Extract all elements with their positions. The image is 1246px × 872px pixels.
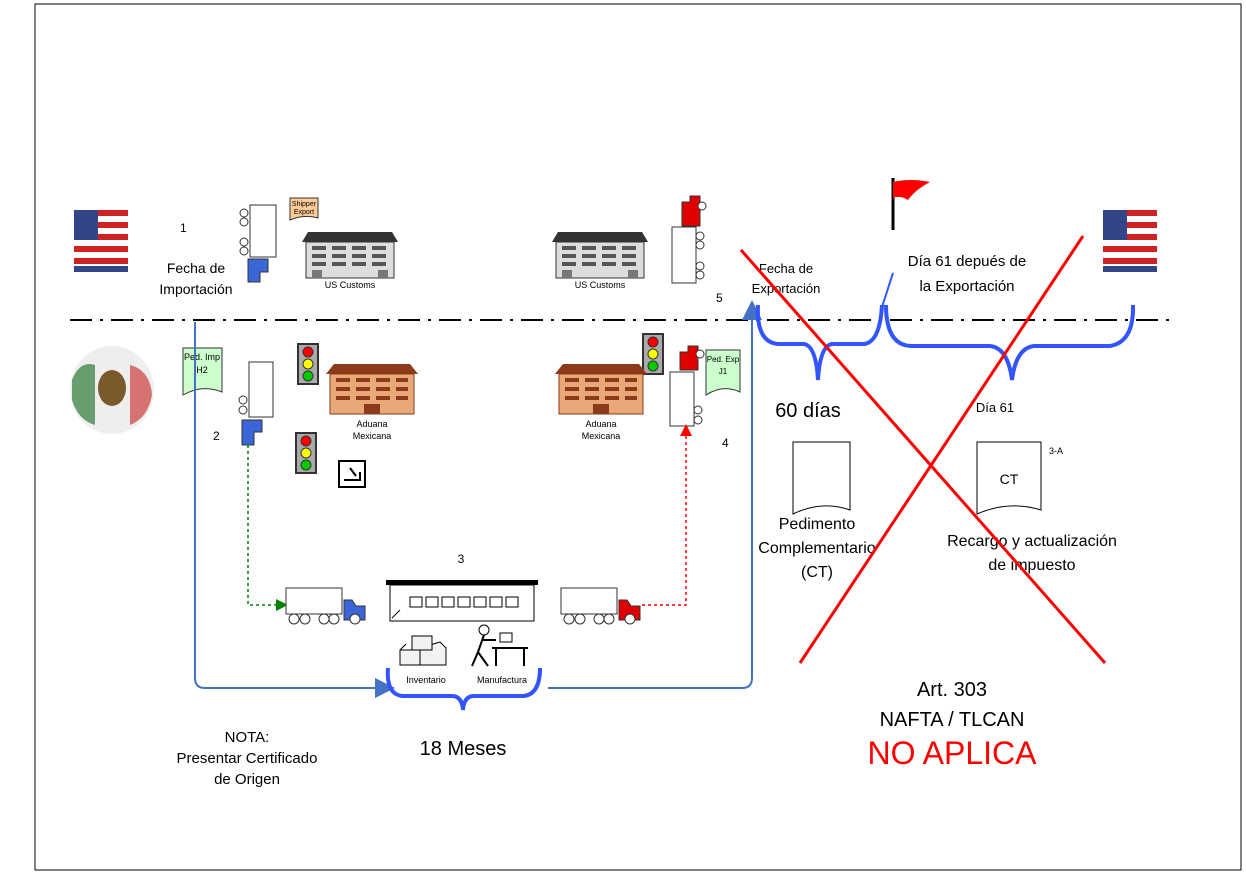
- us-flag-icon: [1103, 210, 1157, 272]
- nota-line3: de Origen: [214, 771, 280, 788]
- import-export-flow-line: [194, 322, 395, 698]
- us-customs-building-left: [301, 231, 399, 279]
- surcharge-line2: de impuesto: [988, 557, 1075, 574]
- svg-text:Ped. Imp: Ped. Imp: [184, 352, 220, 362]
- no-aplica-label: NO APLICA: [868, 735, 1038, 771]
- days-60-label: 60 días: [775, 400, 841, 422]
- months-18-label: 18 Meses: [420, 738, 507, 760]
- us-customs-label-right: US Customs: [575, 280, 626, 290]
- pedimento-complementario-doc: [792, 441, 851, 515]
- import-date-line2: Importación: [159, 281, 232, 297]
- traffic-light-icon: [297, 343, 319, 385]
- import-truck-mx-icon: [238, 361, 274, 446]
- step-3-label: 3: [458, 552, 465, 566]
- manufactura-label: Manufactura: [477, 675, 527, 685]
- import-dotted-arrow: [247, 445, 288, 611]
- export-truck-us-icon: [671, 195, 707, 284]
- surcharge-line1: Recargo y actualización: [947, 533, 1117, 550]
- worker-icon: [471, 624, 528, 667]
- us-flag-icon: [74, 210, 128, 272]
- inventory-boxes-icon: [399, 635, 447, 666]
- svg-text:Export: Export: [294, 209, 314, 216]
- step-5-label: 5: [716, 291, 723, 305]
- svg-text:H2: H2: [196, 365, 208, 375]
- article-line2: NAFTA / TLCAN: [880, 709, 1025, 731]
- export-date-line1: Fecha de: [759, 261, 813, 276]
- svg-text:Ped. Exp: Ped. Exp: [707, 355, 740, 364]
- us-customs-building-right: [551, 231, 649, 279]
- article-line1: Art. 303: [917, 679, 987, 701]
- ct-doc-label: CT: [1000, 471, 1019, 487]
- aduana-label-left-2: Mexicana: [353, 431, 392, 441]
- return-flow-line: [548, 300, 762, 689]
- day61-after-line1: Día 61 depués de: [908, 253, 1026, 270]
- import-truck-us-icon: [239, 204, 277, 283]
- aduana-label-left-1: Aduana: [356, 419, 387, 429]
- ped-comp-line1: Pedimento: [779, 516, 856, 533]
- brace-60-days: [755, 304, 884, 381]
- us-customs-label-left: US Customs: [325, 280, 376, 290]
- step-4-label: 4: [722, 436, 729, 450]
- step-3a-label: 3-A: [1049, 446, 1063, 456]
- svg-text:Shipper: Shipper: [292, 201, 317, 208]
- step-2-label: 2: [213, 429, 220, 443]
- day61-after-line2: la Exportación: [919, 278, 1014, 295]
- import-date-line1: Fecha de: [167, 260, 226, 276]
- ped-comp-line3: (CT): [801, 564, 833, 581]
- cancel-x-line-1: [739, 249, 1107, 664]
- ct-doc: [976, 441, 1042, 515]
- mexico-flag-icon: [70, 346, 154, 434]
- inventario-label: Inventario: [406, 675, 446, 685]
- step-1-label: 1: [180, 221, 187, 235]
- day-61-label: Día 61: [976, 400, 1014, 415]
- ped-imp-doc: Ped. Imp H2: [182, 347, 223, 396]
- aduana-building-left: [325, 363, 419, 415]
- inspection-icon: [338, 460, 366, 488]
- svg-text:J1: J1: [719, 367, 728, 376]
- ped-exp-doc: Ped. Exp J1: [705, 349, 741, 396]
- factory-icon: [386, 580, 538, 622]
- cancel-x-line-2: [798, 235, 1085, 664]
- truck-blue-horizontal-icon: [285, 587, 366, 625]
- traffic-light-icon: [295, 432, 317, 474]
- brace-day-61: [884, 304, 1136, 381]
- ped-comp-line2: Complementario: [758, 540, 875, 557]
- export-dotted-arrow: [642, 424, 692, 606]
- page-frame: [34, 3, 1242, 871]
- export-date-line2: Exportación: [752, 281, 821, 296]
- traffic-light-icon: [642, 333, 664, 375]
- truck-red-horizontal-icon: [560, 587, 641, 625]
- brace-18-months: [385, 667, 542, 711]
- day61-pointer: [881, 272, 894, 308]
- export-truck-mx-icon: [669, 345, 705, 427]
- aduana-building-right: [554, 363, 648, 415]
- aduana-label-right-2: Mexicana: [582, 431, 621, 441]
- aduana-label-right-1: Aduana: [585, 419, 616, 429]
- nota-line2: Presentar Certificado: [177, 750, 318, 767]
- shipper-export-doc: Shipper Export: [289, 197, 319, 221]
- red-flag-icon: [891, 178, 930, 230]
- nota-line1: NOTA:: [225, 729, 270, 746]
